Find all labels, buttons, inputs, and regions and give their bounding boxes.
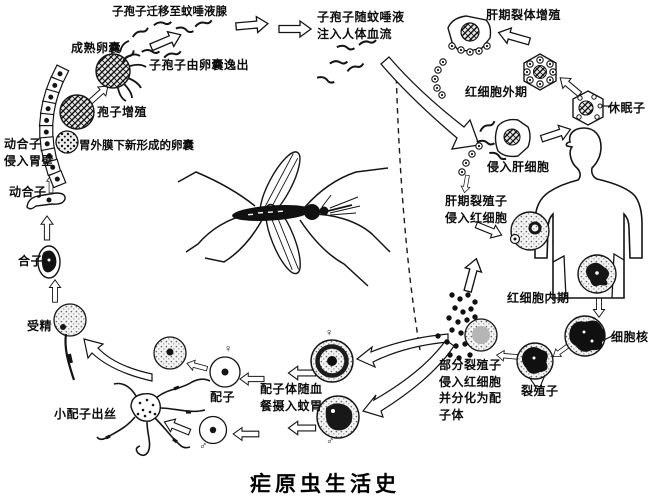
label-merozoite: 裂殖子	[521, 384, 559, 398]
label-zygote: 合子	[18, 254, 44, 268]
stomach-wall	[38, 64, 70, 189]
ring-stage-rbc	[509, 211, 550, 251]
liver-schizont-cell	[447, 15, 492, 56]
female-symbol-gamete: ♀	[224, 343, 233, 355]
label-fertilization: 受精	[27, 319, 53, 333]
female-gamete-cell	[209, 356, 241, 388]
label-liver-schizogony: 肝期裂体增殖	[486, 8, 562, 22]
male-symbol-gamete: ♂	[199, 440, 208, 452]
label-partial-gametocyte: 部分裂殖子 侵入红细胞 并分化为配 子体	[439, 358, 502, 422]
macrogamete-cell	[153, 336, 187, 370]
arrow-to-fertilization	[83, 338, 153, 382]
label-gametes: 配子	[210, 390, 236, 404]
male-gametocyte	[316, 395, 360, 439]
arrow-to-female-gametocyte	[355, 333, 449, 369]
sporogony-oocyst	[59, 94, 95, 130]
label-inject: 子孢子随蚊唾液 注入人体血流	[317, 10, 405, 41]
label-sporozoite-migrate: 子孢子迁移至蚊唾液腺	[112, 6, 227, 18]
invade-liver-cell	[475, 118, 531, 164]
male-gamete-cell	[198, 415, 228, 445]
exoerythrocytic-cell	[523, 53, 557, 91]
dashed-divider	[395, 67, 421, 351]
human-silhouette	[534, 127, 643, 299]
female-gametocyte	[310, 339, 354, 383]
trophozoite-rbc	[577, 254, 617, 294]
zygote-cell	[37, 245, 61, 279]
female-symbol-gametocyte: ♀	[325, 327, 334, 339]
label-intraerythrocytic: 红细胞内期	[507, 291, 570, 305]
new-oocyst	[55, 130, 79, 154]
schizont-rbc	[564, 315, 613, 357]
label-ookinete-invade: 动合子 侵入胃壁	[4, 137, 55, 168]
label-liver-merozoites: 肝期裂殖子 侵入红细胞	[445, 194, 508, 225]
merozoite-release-cell	[464, 318, 498, 352]
label-sporozoite-escape: 子孢子由卵囊逸出	[149, 58, 250, 72]
label-hypnozoite: 休眠子	[608, 101, 646, 115]
label-nucleus: 细胞核	[611, 330, 649, 344]
hypnozoite-cell	[572, 90, 610, 126]
label-gametocyte-intake: 配子体随血 餐摄入蚊胃	[260, 382, 323, 413]
arrow-to-male-gametocyte	[361, 339, 455, 418]
label-sporogony: 孢子增殖	[97, 105, 148, 119]
exflagellation-body	[96, 378, 211, 457]
label-exflagellation: 小配子出丝	[54, 407, 117, 421]
merozoite-dots	[435, 292, 478, 361]
diagram-title: 疟原虫生活史	[250, 472, 400, 496]
label-new-oocyst: 胃外膜下新形成的卵囊	[79, 140, 194, 152]
label-invade-liver: 侵入肝细胞	[487, 160, 550, 174]
label-exoerythrocytic: 红细胞外期	[465, 85, 528, 99]
label-mature-oocyst: 成熟卵囊	[71, 41, 122, 55]
mosquito-illustration	[177, 151, 391, 287]
male-symbol-gametocyte: ♂	[326, 435, 335, 447]
rupturing-rbc	[516, 342, 554, 388]
label-ookinete: 动合子	[9, 185, 47, 199]
injection-arrow	[380, 56, 480, 150]
fertilized-cell	[53, 303, 87, 381]
ookinete-cell	[26, 192, 66, 210]
